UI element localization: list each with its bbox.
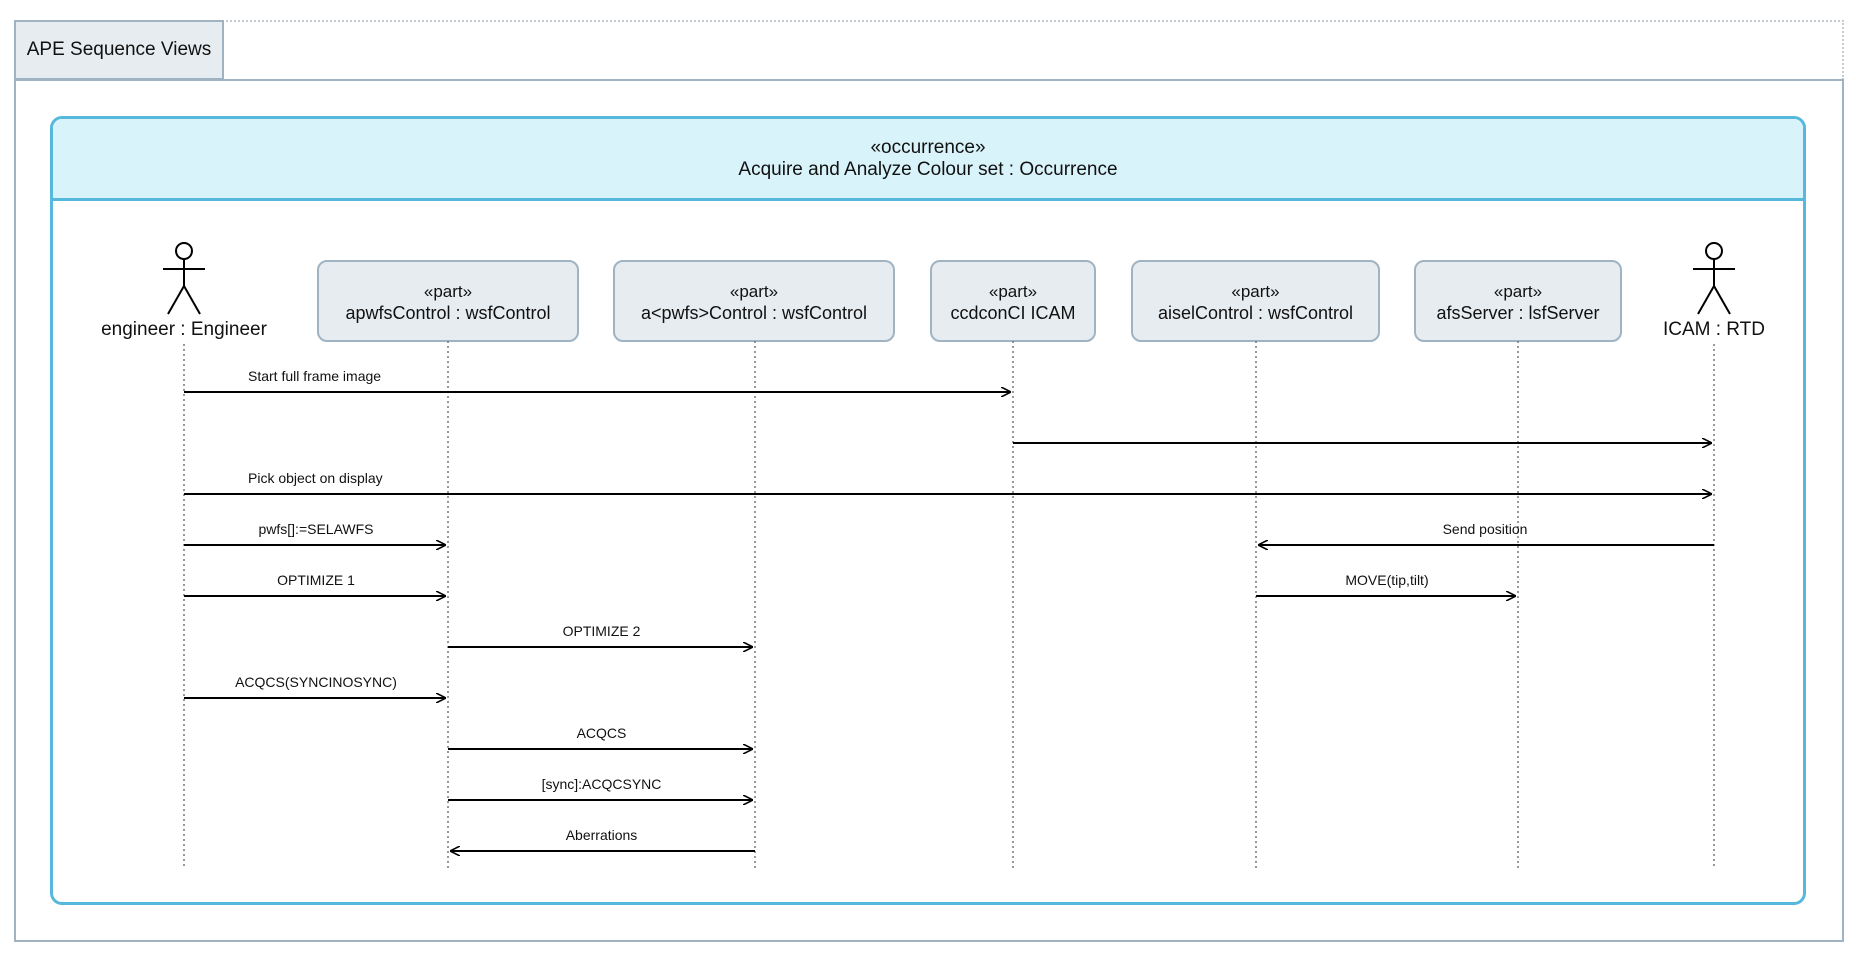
part-stereotype: «part» (730, 282, 778, 301)
part-label: apwfsControl : wsfControl (345, 303, 550, 323)
view-tab[interactable]: APE Sequence Views (14, 20, 224, 80)
message-arrow[interactable]: Aberrations (451, 827, 755, 851)
message-label: MOVE(tip,tilt) (1345, 572, 1428, 588)
view-tab-label: APE Sequence Views (26, 39, 212, 60)
part-stereotype: «part» (424, 282, 472, 301)
part-label: aiselControl : wsfControl (1158, 303, 1353, 323)
message-arrow[interactable]: Start full frame image (184, 368, 1010, 392)
part-box[interactable] (613, 260, 895, 342)
lifeline-engineer[interactable]: engineer : Engineer (101, 242, 268, 868)
message-arrow[interactable]: Pick object on display (184, 470, 1711, 494)
actor-icon (1693, 242, 1735, 315)
message-label: ACQCS (577, 725, 627, 741)
message-label: pwfs[]:=SELAWFS (258, 521, 373, 537)
occurrence-frame[interactable]: «occurrence» Acquire and Analyze Colour … (50, 116, 1806, 905)
occurrence-stereotype: «occurrence» (870, 136, 986, 158)
lifeline-icam[interactable]: ICAM : RTD (1663, 242, 1765, 868)
message-arrow[interactable]: [sync]:ACQCSYNC (448, 776, 752, 800)
message-label: [sync]:ACQCSYNC (542, 776, 662, 792)
message-arrow[interactable]: ACQCS (448, 725, 752, 749)
message-arrow[interactable]: OPTIMIZE 1 (184, 572, 445, 596)
lifeline-apwfs[interactable]: «part» apwfsControl : wsfControl (317, 260, 579, 868)
message-label: ACQCS(SYNCINOSYNC) (235, 674, 397, 690)
lifeline-afs[interactable]: «part» afsServer : lsfServer (1414, 260, 1622, 868)
message-arrow[interactable]: pwfs[]:=SELAWFS (184, 521, 445, 545)
occurrence-header[interactable]: «occurrence» Acquire and Analyze Colour … (53, 119, 1803, 201)
lifeline-apwfs2[interactable]: «part» a<pwfs>Control : wsfControl (613, 260, 895, 868)
lifeline-aisel[interactable]: «part» aiselControl : wsfControl (1131, 260, 1380, 868)
part-label: afsServer : lsfServer (1436, 303, 1599, 323)
part-box[interactable] (1131, 260, 1380, 342)
message-label: Start full frame image (248, 368, 381, 384)
part-box[interactable] (1414, 260, 1622, 342)
actor-icon (163, 242, 205, 315)
part-stereotype: «part» (989, 282, 1037, 301)
lifeline-ccd[interactable]: «part» ccdconCI ICAM (930, 260, 1096, 868)
part-label: a<pwfs>Control : wsfControl (641, 303, 867, 323)
message-arrow[interactable]: OPTIMIZE 2 (448, 623, 752, 647)
actor-label: engineer : Engineer (101, 319, 268, 340)
diagram-frame (14, 79, 1844, 942)
part-stereotype: «part» (1494, 282, 1542, 301)
message-label: Aberrations (566, 827, 638, 843)
part-box[interactable] (317, 260, 579, 342)
message-arrow[interactable]: ACQCS(SYNCINOSYNC) (184, 674, 445, 698)
part-label: ccdconCI ICAM (950, 303, 1075, 323)
part-stereotype: «part» (1231, 282, 1279, 301)
message-arrow[interactable]: Send position (1259, 521, 1714, 545)
message-label: OPTIMIZE 2 (563, 623, 641, 639)
message-label: Send position (1443, 521, 1528, 537)
message-arrow[interactable]: MOVE(tip,tilt) (1256, 572, 1515, 596)
actor-label: ICAM : RTD (1663, 319, 1765, 340)
occurrence-title: Acquire and Analyze Colour set : Occurre… (738, 158, 1118, 180)
message-label: OPTIMIZE 1 (277, 572, 355, 588)
message-label: Pick object on display (248, 470, 383, 486)
part-box[interactable] (930, 260, 1096, 342)
